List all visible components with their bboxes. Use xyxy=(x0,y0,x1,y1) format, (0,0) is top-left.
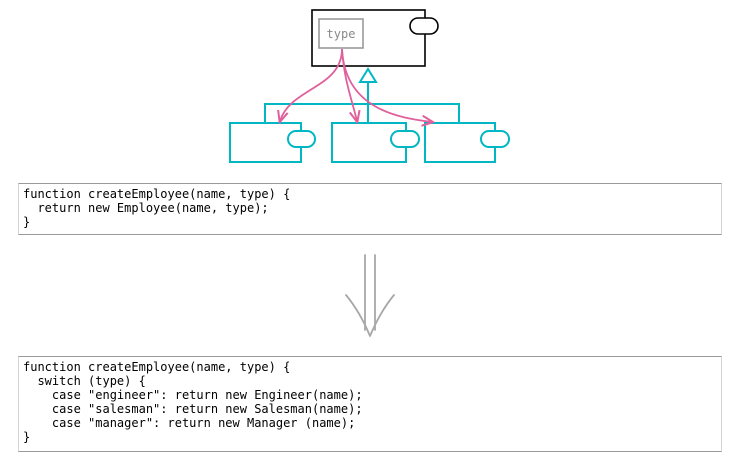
engineer-subclass-box xyxy=(229,122,316,163)
arrow-to-engineer xyxy=(280,48,343,121)
code-line: return new Employee(name, type); xyxy=(23,201,269,215)
code-before: function createEmployee(name, type) { re… xyxy=(18,183,722,235)
code-line: function createEmployee(name, type) { xyxy=(23,360,291,374)
code-line: case "engineer": return new Engineer(nam… xyxy=(23,388,363,402)
type-field-box: type xyxy=(318,18,364,49)
code-line: case "salesman": return new Salesman(nam… xyxy=(23,402,363,416)
inheritance-connectors xyxy=(264,83,460,123)
code-line: function createEmployee(name, type) { xyxy=(23,187,291,201)
code-line: } xyxy=(23,215,31,229)
double-down-arrow-icon xyxy=(345,254,395,337)
salesman-subclass-box xyxy=(331,122,420,163)
arrow-to-manager xyxy=(341,48,432,122)
employee-interface-lollipop xyxy=(409,17,439,35)
code-line: switch (type) { xyxy=(23,374,146,388)
type-field-label: type xyxy=(327,27,356,41)
manager-subclass-box xyxy=(424,122,510,163)
type-dispatch-arrows xyxy=(280,48,432,122)
code-line: } xyxy=(23,430,31,444)
inheritance-triangle-icon xyxy=(358,67,378,83)
code-after: function createEmployee(name, type) { sw… xyxy=(18,356,722,452)
code-line: case "manager": return new Manager (name… xyxy=(23,416,356,430)
